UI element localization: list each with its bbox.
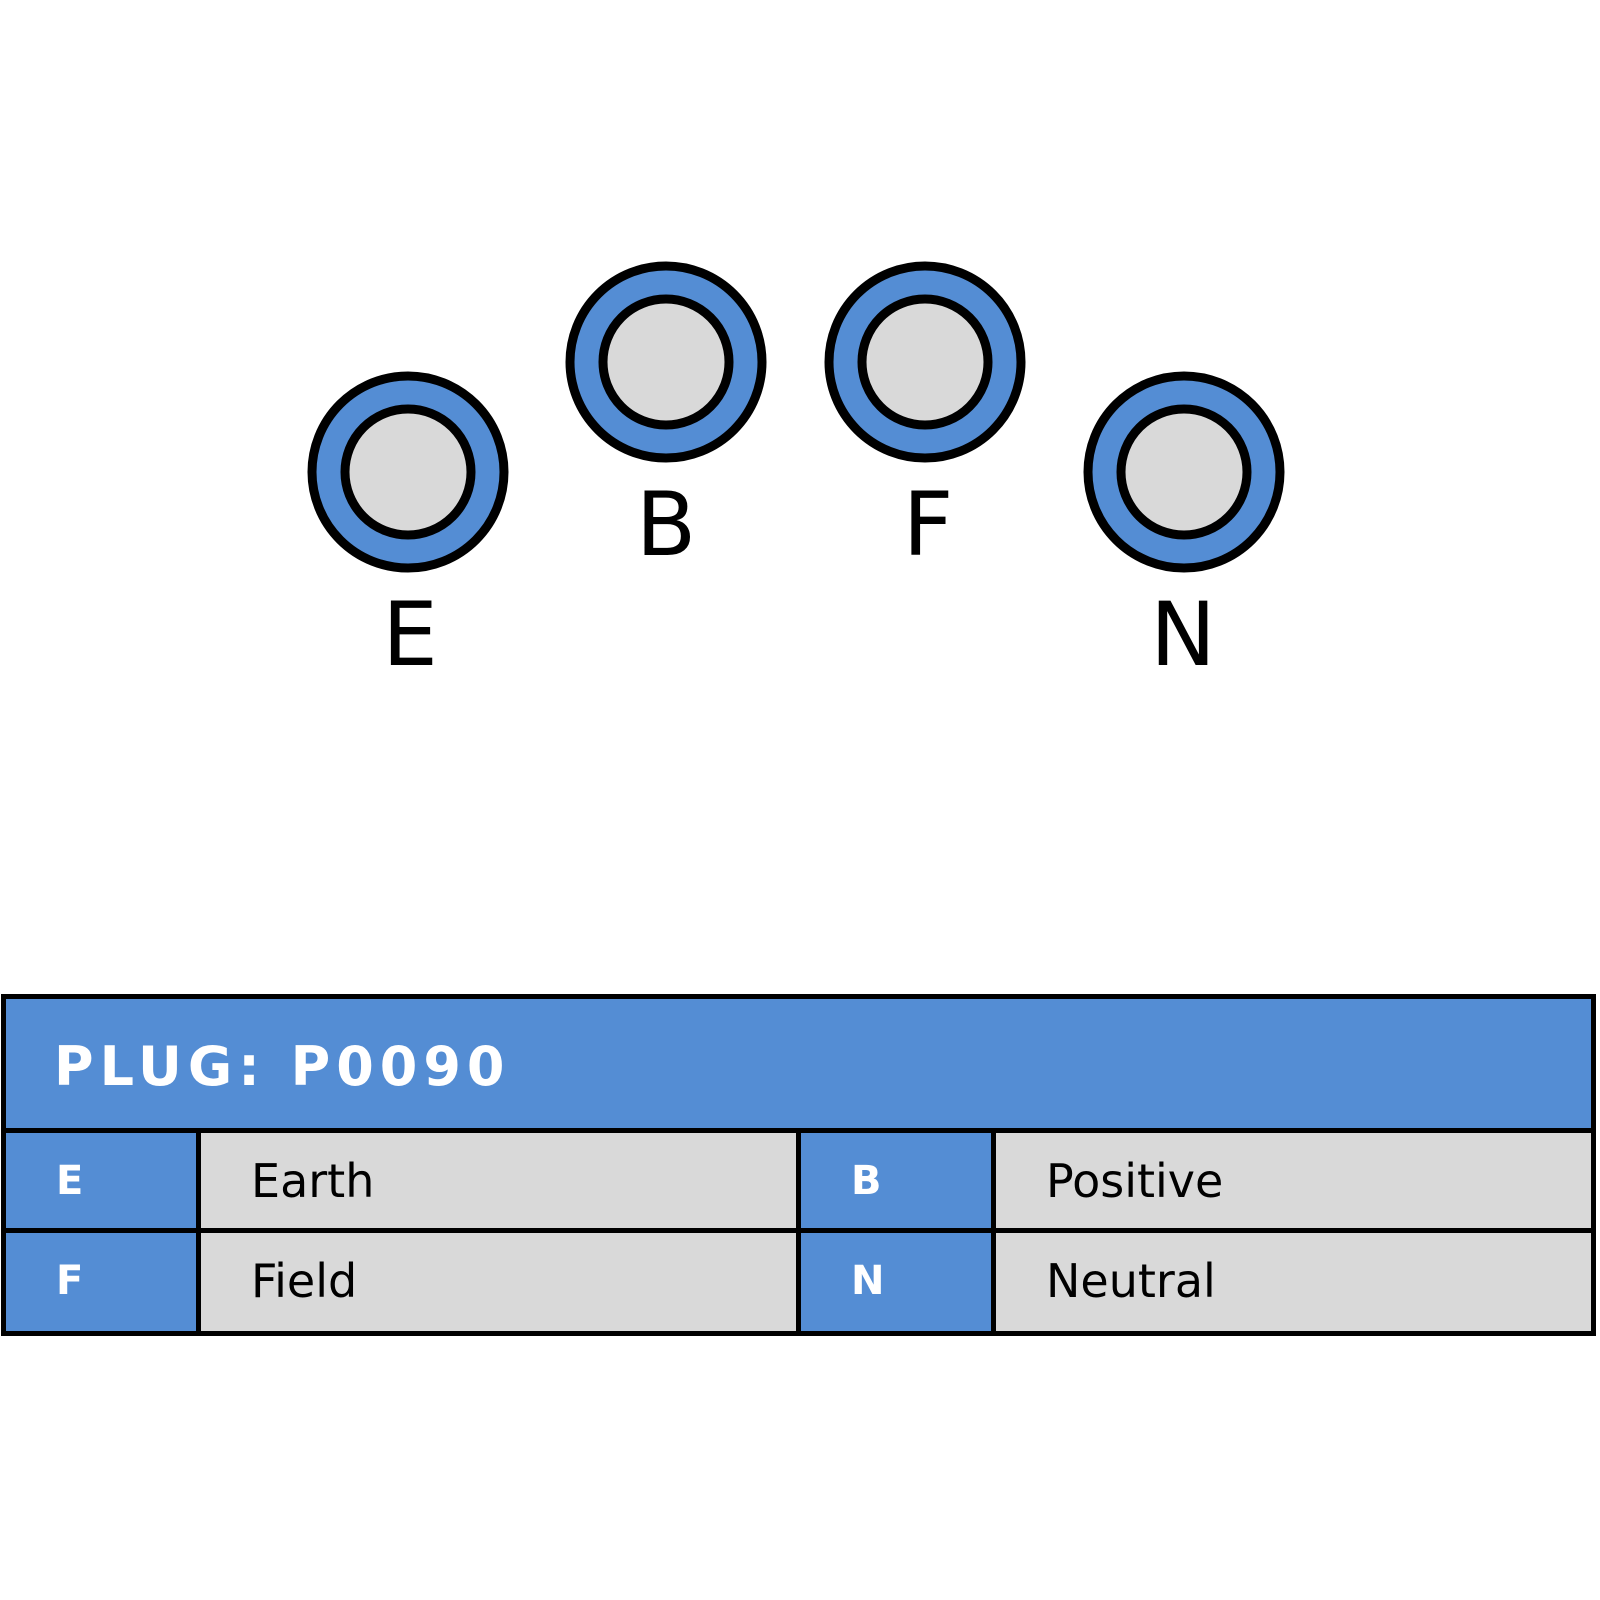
pin-legend-table: PLUG: P0090 E Earth B Positive F Field N… bbox=[1, 994, 1596, 1336]
pin-code-cell: E bbox=[6, 1133, 201, 1228]
pin-b-contact bbox=[598, 294, 734, 430]
pin-code-cell: B bbox=[801, 1133, 996, 1228]
table-row: F Field N Neutral bbox=[6, 1233, 1591, 1331]
pin-description-cell: Positive bbox=[996, 1133, 1591, 1228]
pin-f: F bbox=[824, 261, 1026, 576]
pin-description-cell: Field bbox=[201, 1233, 801, 1331]
pin-n-label: N bbox=[1150, 583, 1216, 686]
pin-layout: E B F N bbox=[307, 261, 1285, 686]
pin-b: B bbox=[565, 261, 767, 576]
pin-description-cell: Neutral bbox=[996, 1233, 1591, 1331]
pin-description-cell: Earth bbox=[201, 1133, 801, 1228]
table-header: PLUG: P0090 bbox=[6, 999, 1591, 1133]
pin-f-contact bbox=[857, 294, 993, 430]
plug-title: PLUG: P0090 bbox=[54, 1035, 511, 1098]
pin-code-cell: F bbox=[6, 1233, 201, 1331]
pin-f-label: F bbox=[903, 473, 954, 576]
pin-b-label: B bbox=[636, 473, 696, 576]
pin-e: E bbox=[307, 371, 509, 686]
pin-e-contact bbox=[340, 404, 476, 540]
pin-n: N bbox=[1083, 371, 1285, 686]
pin-code-cell: N bbox=[801, 1233, 996, 1331]
pin-n-contact bbox=[1116, 404, 1252, 540]
pin-e-label: E bbox=[382, 583, 438, 686]
table-row: E Earth B Positive bbox=[6, 1133, 1591, 1233]
